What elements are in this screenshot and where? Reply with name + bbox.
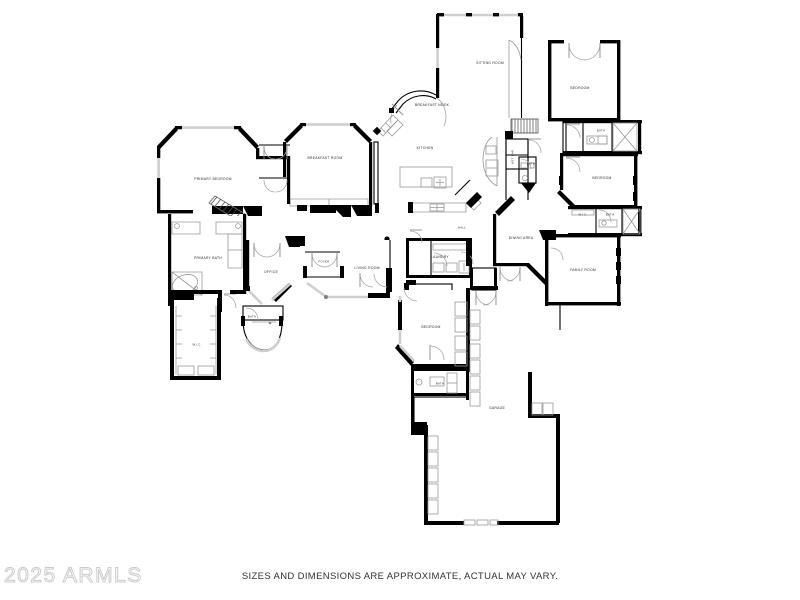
room-label-breakfast-room: BREAKFAST ROOM (308, 156, 343, 160)
primary-bedroom-structure (157, 126, 291, 222)
kitchen-structure (399, 166, 482, 213)
breakfast-room-structure (283, 123, 379, 217)
room-label-living-room: LIVING ROOM (354, 266, 379, 270)
bedroom-east-structure (557, 153, 638, 209)
family-room-structure (539, 230, 621, 330)
bath-north-structure (562, 120, 642, 155)
armls-watermark: 2025 ARMLS (4, 564, 143, 588)
room-label-hall: HALL (458, 226, 466, 230)
primary-bedroom-doors (259, 144, 290, 193)
room-label-bath-south: BATH (436, 382, 444, 386)
room-label-primary-bedroom: PRIMARY BEDROOM (194, 177, 232, 181)
room-label-bath-office: BATH (248, 315, 256, 319)
office-structure (241, 236, 300, 353)
room-label-dining-area: DINING AREA (509, 236, 534, 240)
sitting-room-structure (436, 13, 539, 140)
disclaimer-text: SIZES AND DIMENSIONS ARE APPROXIMATE, AC… (241, 571, 559, 582)
room-label-wic-east: W.I.C. (578, 213, 587, 217)
room-label-bedroom-north: BEDROOM (570, 86, 589, 90)
connector-walls (388, 240, 498, 306)
bedroom-north-structure (548, 40, 621, 122)
room-label-wet-bar: WET BAR (511, 150, 515, 164)
room-label-bedroom-south: BEDROOM (421, 325, 440, 329)
room-label-bath-north: BATH (597, 129, 605, 133)
room-label-office: OFFICE (264, 270, 278, 274)
room-label-breakfast-nook: BREAKFAST NOOK (415, 103, 450, 107)
primary-bath-structure (168, 214, 247, 312)
room-label-bath-wetbar: BATH (527, 162, 535, 166)
stair-hatch-upper (510, 118, 539, 134)
breakfast-nook-structure (372, 90, 447, 137)
wet-bar-structure (482, 131, 542, 200)
room-label-family-room: FAMILY ROOM (570, 268, 596, 272)
living-room-structure (288, 236, 404, 300)
room-label-sitting-room: SITTING ROOM (476, 61, 504, 65)
room-label-foyer: FOYER (319, 260, 330, 264)
room-label-primary-bath: PRIMARY BATH (194, 256, 222, 260)
room-label-bedroom-east: BEDROOM (592, 176, 611, 180)
room-labels: SITTING ROOM BREAKFAST NOOK KITCHEN BREA… (192, 61, 614, 410)
room-label-kitchen: KITCHEN (417, 146, 434, 150)
room-label-bath-east: BATH (606, 213, 614, 217)
room-label-wic-primary: W.I.C. (192, 343, 201, 347)
room-label-garage: GARAGE (489, 406, 505, 410)
bedroom-south-structure (395, 287, 470, 372)
wic-bath-east-structure (568, 206, 642, 237)
dining-area-structure (484, 196, 548, 285)
room-label-laundry: LAUNDRY (431, 255, 449, 259)
laundry-structure (384, 229, 474, 317)
garage-structure (424, 309, 560, 526)
wic-primary-structure (170, 298, 221, 380)
